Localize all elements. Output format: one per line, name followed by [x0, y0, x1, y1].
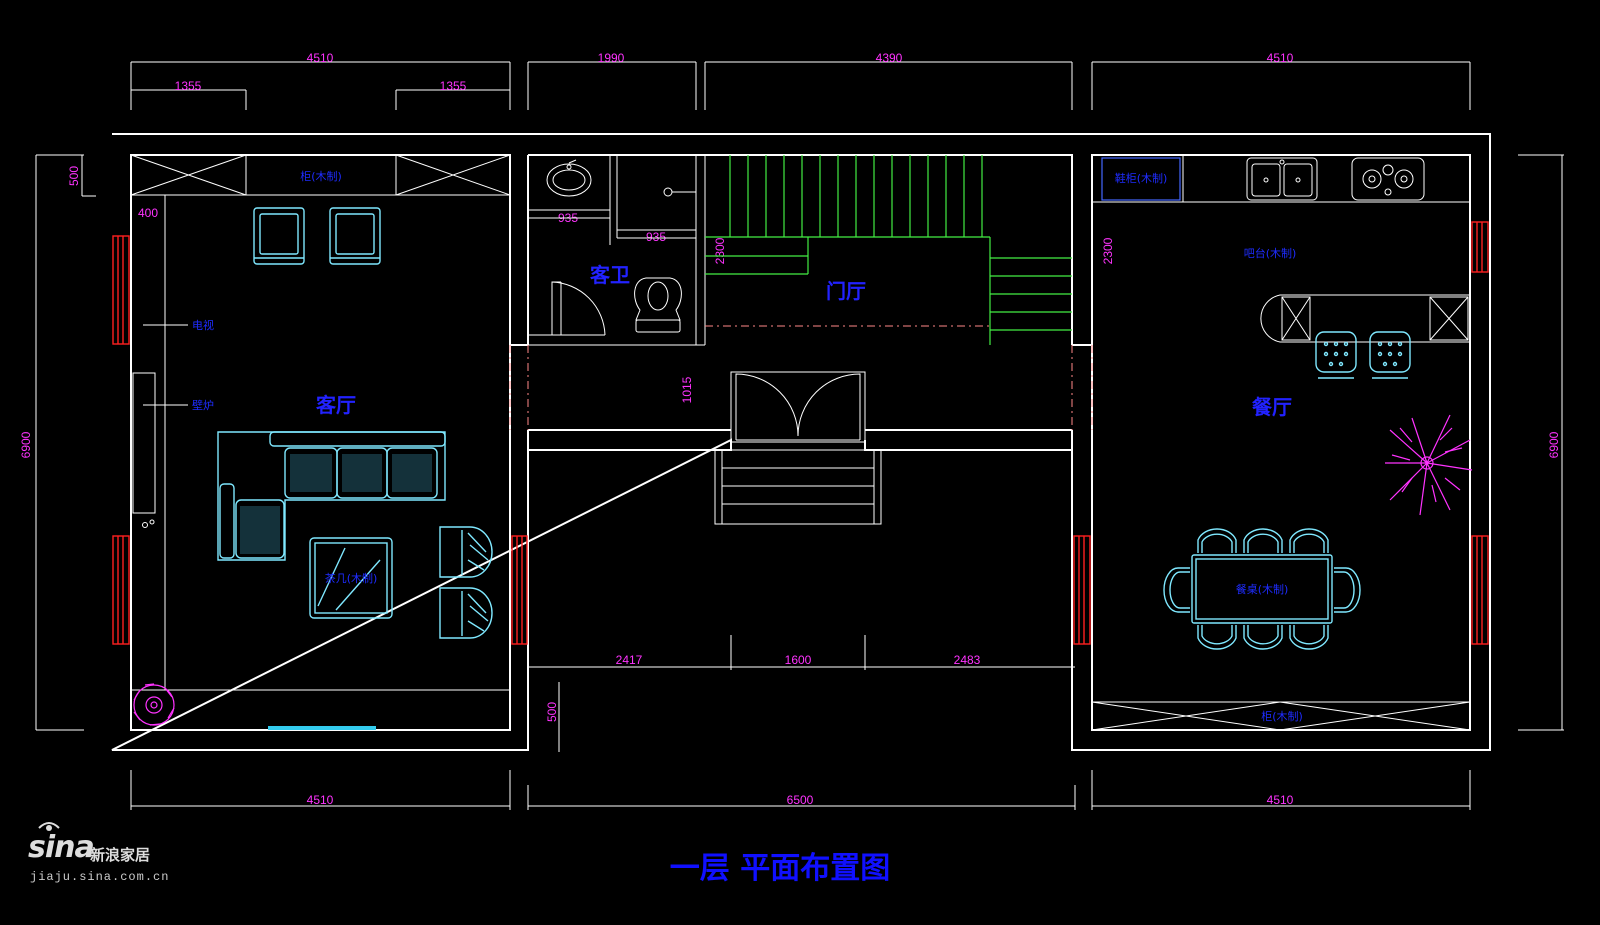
sina-brand: sina — [28, 830, 95, 865]
sina-url: jiaju.sina.com.cn — [30, 870, 170, 884]
living-cabinet — [130, 154, 511, 196]
armchair-top-right — [329, 207, 381, 265]
sina-eye-icon — [38, 822, 60, 831]
potted-plant-living — [133, 683, 175, 726]
dim-bottom-mid: 6500 — [787, 793, 814, 807]
dining-table-set: 餐桌(木制) — [1163, 528, 1361, 650]
fireplace-label: 壁炉 — [192, 398, 214, 412]
dim-porch-mid: 1600 — [785, 653, 812, 667]
dim-porch-right: 2483 — [954, 653, 981, 667]
armchair-right-bottom — [439, 587, 493, 639]
dim-foyer-depth-left: 2300 — [713, 237, 727, 264]
dim-left-height: 6900 — [19, 431, 33, 458]
foyer: 门厅 — [705, 155, 1072, 525]
living-sliding-door — [268, 726, 376, 730]
dim-bath-right: 935 — [646, 230, 666, 244]
dim-top-dining: 4510 — [1267, 51, 1294, 65]
dimension-lines — [35, 61, 1564, 810]
dim-left-offset: 500 — [67, 166, 81, 186]
dining-cabinet — [1091, 701, 1471, 731]
dim-top-living-right: 1355 — [440, 79, 467, 93]
potted-plant-dining — [1385, 414, 1473, 516]
dining-table-label: 餐桌(木制) — [1236, 582, 1289, 596]
tv-label: 电视 — [192, 318, 214, 332]
sectional-sofa — [217, 431, 446, 561]
dim-cabinet-depth: 400 — [138, 206, 158, 220]
drawing-title: 一层 平面布置图 — [670, 851, 890, 886]
dim-top-bath: 1990 — [598, 51, 625, 65]
dim-foyer-depth-right: 2300 — [1101, 237, 1115, 264]
shoe-cabinet-label: 鞋柜(木制) — [1115, 171, 1168, 185]
shoe-cabinet — [1101, 157, 1181, 201]
dim-porch-depth: 500 — [545, 702, 559, 722]
entrance-double-door — [730, 371, 866, 443]
dining-cabinet-label: 柜(木制) — [1261, 710, 1303, 723]
room-label-living: 客厅 — [315, 393, 356, 417]
windows — [112, 221, 1489, 645]
staircase-upper — [705, 155, 1072, 345]
living-cabinet-label: 柜(木制) — [300, 170, 342, 183]
bar-stool-left — [1315, 331, 1357, 379]
dim-bottom-living: 4510 — [307, 793, 334, 807]
kitchen-island-label: 吧台(木制) — [1244, 246, 1297, 260]
dimension-labels: 4510 1355 1355 1990 4390 4510 500 6900 6… — [19, 51, 1561, 807]
coffee-table-label: 茶几(木制) — [325, 572, 378, 585]
dining-room: 鞋柜(木制) 吧台(木制) — [1091, 155, 1473, 731]
living-room: 柜(木制) 电视 壁炉 — [130, 154, 511, 730]
armchair-top-left — [253, 207, 305, 265]
room-label-guest-bath: 客卫 — [589, 263, 630, 287]
dim-bottom-dining: 4510 — [1267, 793, 1294, 807]
dim-right-height: 6900 — [1547, 431, 1561, 458]
armchair-right-top — [439, 526, 493, 578]
sina-watermark: sina 新浪家居 jiaju.sina.com.cn — [28, 822, 198, 886]
cooktop — [1351, 157, 1425, 201]
dim-top-living-total: 4510 — [307, 51, 334, 65]
dim-top-foyer: 4390 — [876, 51, 903, 65]
coffee-table: 茶几(木制) — [309, 537, 393, 619]
axis-lines — [509, 325, 1093, 430]
guest-bath: 客卫 — [546, 159, 696, 336]
sina-brand-cn: 新浪家居 — [90, 846, 151, 864]
kitchen-sink — [1246, 157, 1318, 201]
dim-corridor: 1015 — [680, 376, 694, 403]
room-label-foyer: 门厅 — [826, 279, 866, 303]
bar-counter — [1260, 294, 1471, 343]
porch-steps — [714, 449, 882, 525]
room-label-dining: 餐厅 — [1252, 395, 1292, 419]
dim-top-living-left: 1355 — [175, 79, 202, 93]
bar-stool-right — [1369, 331, 1411, 379]
dim-porch-left: 2417 — [616, 653, 643, 667]
